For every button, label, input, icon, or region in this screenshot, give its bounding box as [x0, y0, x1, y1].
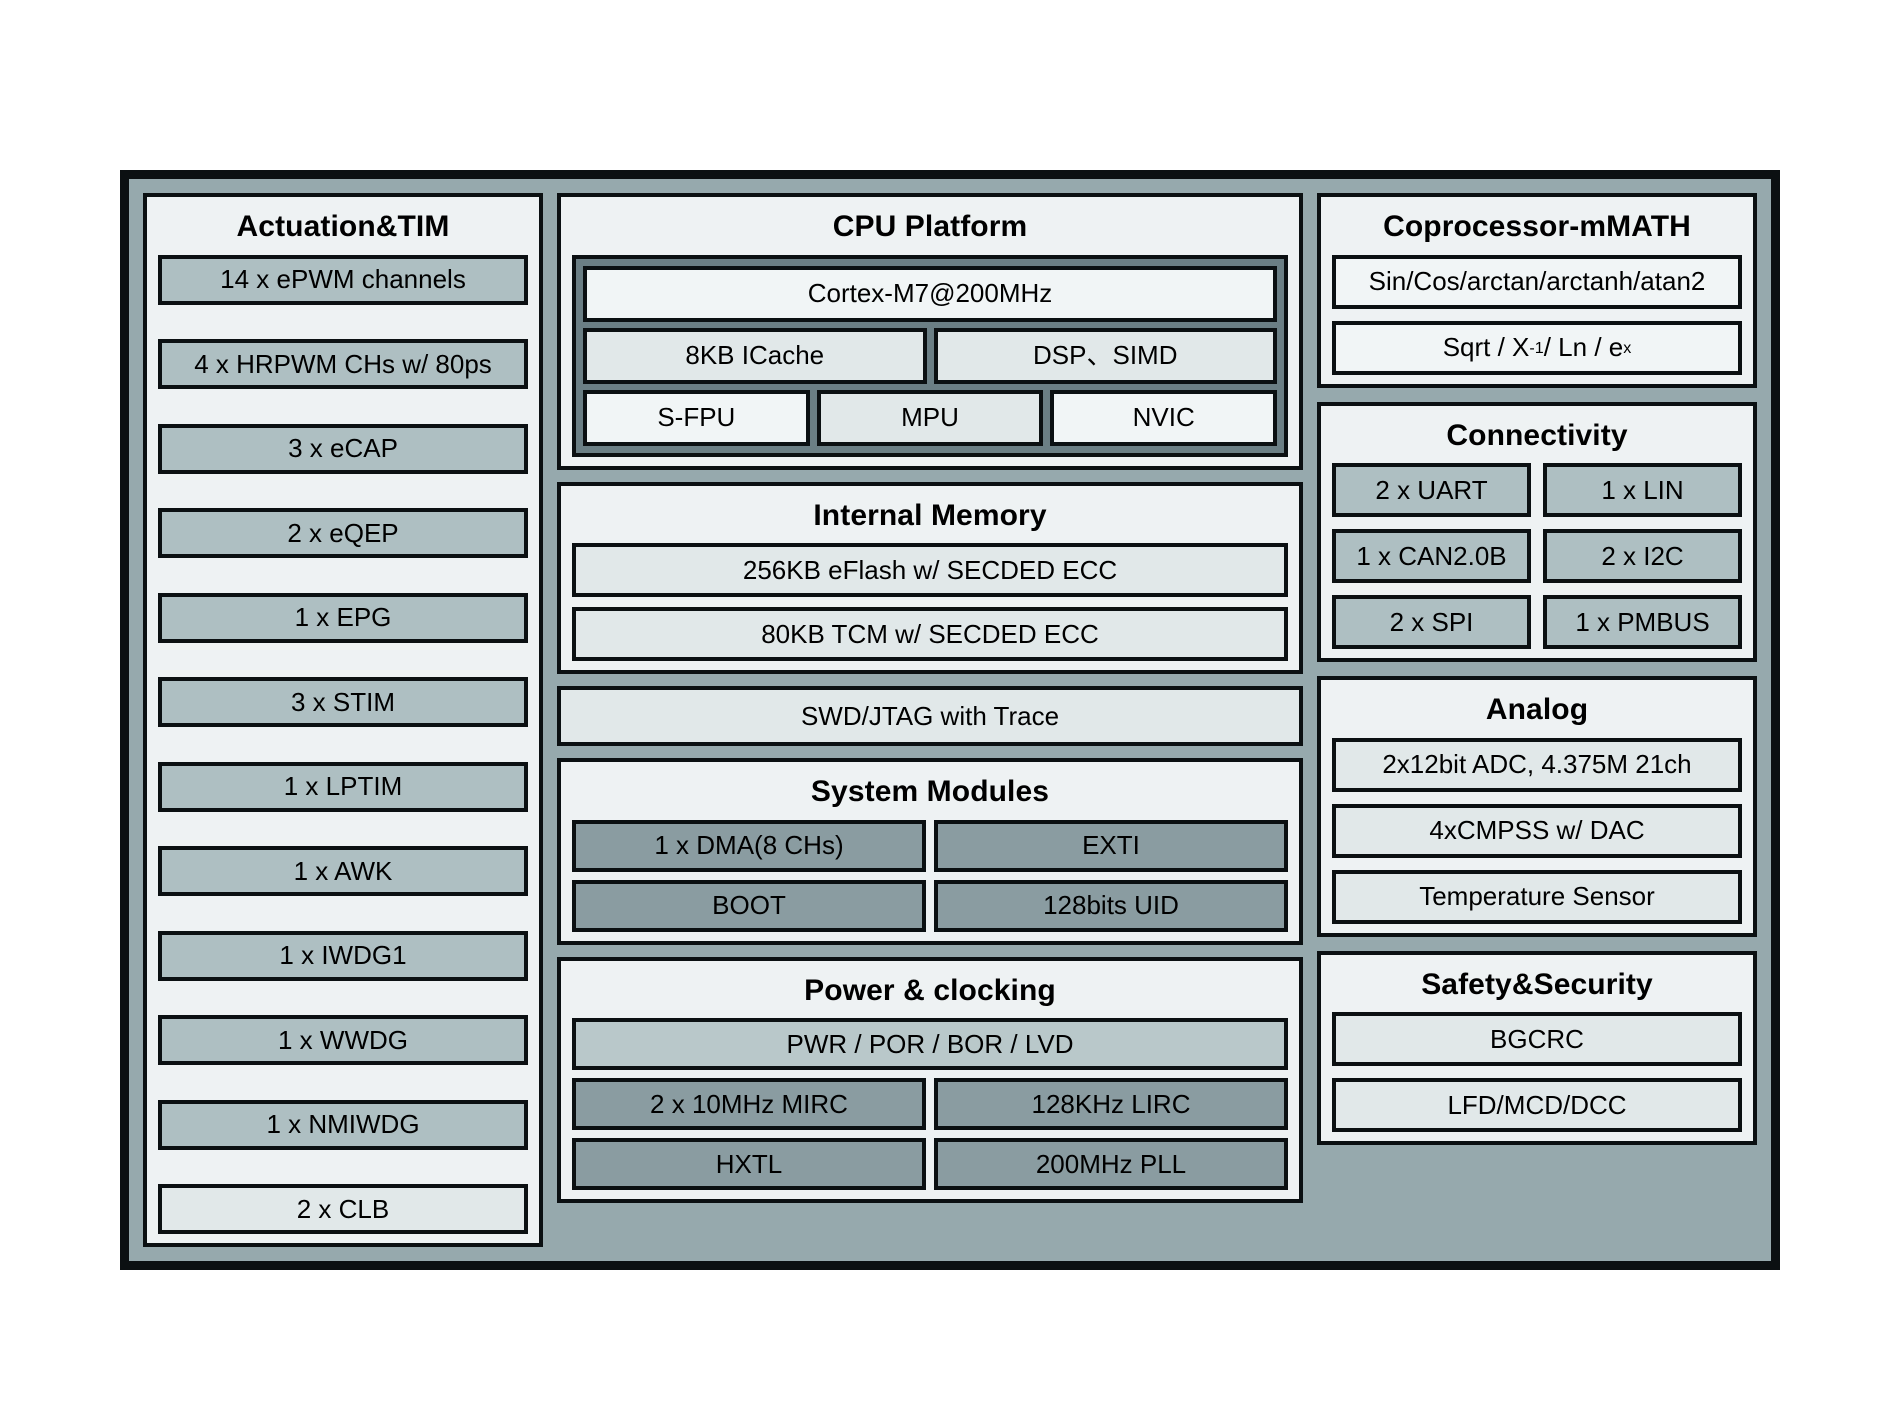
- safety-cell-lfd-mcd-dcc[interactable]: LFD/MCD/DCC: [1332, 1078, 1742, 1132]
- safety-row-2: LFD/MCD/DCC: [1332, 1078, 1742, 1132]
- cpu-cell-mpu[interactable]: MPU: [816, 389, 1044, 446]
- analog-cell-adc[interactable]: 2x12bit ADC, 4.375M 21ch: [1332, 737, 1742, 792]
- system-modules-row-2: BOOT 128bits UID: [572, 879, 1288, 932]
- panel-title-safety-security: Safety&Security: [1421, 967, 1653, 1001]
- panel-system-modules: System Modules 1 x DMA(8 CHs) EXTI BOOT …: [557, 758, 1303, 945]
- actuation-item-awk[interactable]: 1 x AWK: [158, 846, 528, 896]
- coprocessor-item-list: Sin/Cos/arctan/arctanh/atan2 Sqrt / X-1 …: [1332, 254, 1742, 375]
- panel-internal-memory: Internal Memory 256KB eFlash w/ SECDED E…: [557, 481, 1303, 674]
- power-clocking-grid: PWR / POR / BOR / LVD 2 x 10MHz MIRC 128…: [572, 1018, 1288, 1190]
- actuation-item-wwdg[interactable]: 1 x WWDG: [158, 1015, 528, 1065]
- panel-connectivity: Connectivity 2 x UART 1 x LIN 1 x CAN2.0…: [1317, 401, 1757, 662]
- power-clocking-row-0: PWR / POR / BOR / LVD: [572, 1018, 1288, 1070]
- right-column: Coprocessor-mMATH Sin/Cos/arctan/arctanh…: [1317, 193, 1757, 1247]
- analog-cell-temp-sensor[interactable]: Temperature Sensor: [1332, 869, 1742, 924]
- actuation-item-iwdg1[interactable]: 1 x IWDG1: [158, 930, 528, 981]
- actuation-item-lptim[interactable]: 1 x LPTIM: [158, 761, 528, 812]
- analog-cell-cmpss-dac[interactable]: 4xCMPSS w/ DAC: [1332, 803, 1742, 858]
- analog-row-3: Temperature Sensor: [1332, 869, 1742, 924]
- connectivity-row-3: 2 x SPI 1 x PMBUS: [1332, 595, 1742, 649]
- cpu-core-container: Cortex-M7@200MHz 8KB ICache DSP、SIMD S-F…: [572, 254, 1288, 457]
- connectivity-cell-uart[interactable]: 2 x UART: [1332, 463, 1531, 517]
- cpu-cell-s-fpu[interactable]: S-FPU: [583, 389, 810, 446]
- internal-memory-item-list: 256KB eFlash w/ SECDED ECC 80KB TCM w/ S…: [572, 543, 1288, 661]
- power-clocking-row-1: 2 x 10MHz MIRC 128KHz LIRC: [572, 1078, 1288, 1130]
- cpu-cell-dsp-simd[interactable]: DSP、SIMD: [933, 327, 1277, 384]
- clock-cell-mirc[interactable]: 2 x 10MHz MIRC: [572, 1078, 926, 1130]
- cpu-row-core: Cortex-M7@200MHz: [583, 265, 1277, 322]
- connectivity-cell-spi[interactable]: 2 x SPI: [1332, 595, 1531, 649]
- center-column: CPU Platform Cortex-M7@200MHz 8KB ICache…: [557, 193, 1303, 1247]
- actuation-item-epwm[interactable]: 14 x ePWM channels: [158, 254, 528, 305]
- connectivity-row-2: 1 x CAN2.0B 2 x I2C: [1332, 529, 1742, 583]
- analog-row-1: 2x12bit ADC, 4.375M 21ch: [1332, 737, 1742, 792]
- panel-title-analog: Analog: [1485, 693, 1589, 726]
- actuation-item-ecap[interactable]: 3 x eCAP: [158, 423, 528, 474]
- connectivity-cell-lin[interactable]: 1 x LIN: [1543, 463, 1742, 517]
- actuation-item-list: 14 x ePWM channels 4 x HRPWM CHs w/ 80ps…: [158, 254, 528, 1234]
- panel-title-system-modules: System Modules: [810, 775, 1050, 808]
- memory-cell-eflash[interactable]: 256KB eFlash w/ SECDED ECC: [572, 543, 1288, 597]
- panel-power-clocking: Power & clocking PWR / POR / BOR / LVD 2…: [557, 956, 1303, 1203]
- cpu-cell-cortex-m7[interactable]: Cortex-M7@200MHz: [583, 265, 1277, 322]
- panel-title-actuation-tim: Actuation&TIM: [236, 210, 450, 243]
- panel-debug-swd-jtag: SWD/JTAG with Trace: [557, 686, 1303, 746]
- system-cell-uid[interactable]: 128bits UID: [934, 879, 1288, 932]
- panel-coprocessor-mmath: Coprocessor-mMATH Sin/Cos/arctan/arctanh…: [1317, 193, 1757, 388]
- actuation-item-epg[interactable]: 1 x EPG: [158, 592, 528, 643]
- coprocessor-formula-part2: / Ln / e: [1543, 332, 1624, 363]
- panel-cpu-platform: CPU Platform Cortex-M7@200MHz 8KB ICache…: [557, 193, 1303, 470]
- clock-cell-pll[interactable]: 200MHz PLL: [934, 1138, 1288, 1190]
- coprocessor-formula-part1: Sqrt / X: [1442, 332, 1530, 363]
- actuation-item-eqep[interactable]: 2 x eQEP: [158, 508, 528, 558]
- chip-diagram-frame: Actuation&TIM 14 x ePWM channels 4 x HRP…: [120, 170, 1780, 1270]
- panel-title-cpu-platform: CPU Platform: [832, 210, 1028, 243]
- cpu-cell-icache[interactable]: 8KB ICache: [583, 327, 927, 384]
- connectivity-grid: 2 x UART 1 x LIN 1 x CAN2.0B 2 x I2C 2 x…: [1332, 463, 1742, 649]
- analog-row-2: 4xCMPSS w/ DAC: [1332, 803, 1742, 858]
- safety-row-1: BGCRC: [1332, 1012, 1742, 1066]
- safety-cell-bgcrc[interactable]: BGCRC: [1332, 1012, 1742, 1066]
- actuation-item-stim[interactable]: 3 x STIM: [158, 677, 528, 727]
- panel-title-coprocessor-mmath: Coprocessor-mMATH: [1383, 210, 1691, 243]
- clock-cell-hxtl[interactable]: HXTL: [572, 1138, 926, 1190]
- analog-item-list: 2x12bit ADC, 4.375M 21ch 4xCMPSS w/ DAC …: [1332, 737, 1742, 924]
- actuation-item-nmiwdg[interactable]: 1 x NMIWDG: [158, 1099, 528, 1150]
- actuation-item-clb[interactable]: 2 x CLB: [158, 1184, 528, 1234]
- connectivity-row-1: 2 x UART 1 x LIN: [1332, 463, 1742, 517]
- coprocessor-cell-trig[interactable]: Sin/Cos/arctan/arctanh/atan2: [1332, 254, 1742, 309]
- system-cell-boot[interactable]: BOOT: [572, 879, 926, 932]
- power-clocking-row-2: HXTL 200MHz PLL: [572, 1138, 1288, 1190]
- panel-title-power-clocking: Power & clocking: [804, 973, 1056, 1007]
- system-modules-grid: 1 x DMA(8 CHs) EXTI BOOT 128bits UID: [572, 819, 1288, 932]
- actuation-item-hrpwm[interactable]: 4 x HRPWM CHs w/ 80ps: [158, 339, 528, 389]
- connectivity-cell-pmbus[interactable]: 1 x PMBUS: [1543, 595, 1742, 649]
- cpu-cell-nvic[interactable]: NVIC: [1050, 389, 1278, 446]
- power-cell-pwr-por-bor-lvd[interactable]: PWR / POR / BOR / LVD: [572, 1018, 1288, 1070]
- debug-cell-swd-jtag[interactable]: SWD/JTAG with Trace: [561, 690, 1299, 742]
- cpu-row-cache-dsp: 8KB ICache DSP、SIMD: [583, 327, 1277, 384]
- safety-security-item-list: BGCRC LFD/MCD/DCC: [1332, 1012, 1742, 1132]
- system-modules-row-1: 1 x DMA(8 CHs) EXTI: [572, 819, 1288, 872]
- panel-title-internal-memory: Internal Memory: [813, 498, 1047, 532]
- system-cell-dma[interactable]: 1 x DMA(8 CHs): [572, 819, 926, 872]
- panel-analog: Analog 2x12bit ADC, 4.375M 21ch 4xCMPSS …: [1317, 676, 1757, 937]
- panel-safety-security: Safety&Security BGCRC LFD/MCD/DCC: [1317, 950, 1757, 1145]
- connectivity-cell-can[interactable]: 1 x CAN2.0B: [1332, 529, 1531, 583]
- clock-cell-lirc[interactable]: 128KHz LIRC: [934, 1078, 1288, 1130]
- panel-title-connectivity: Connectivity: [1446, 418, 1628, 452]
- memory-cell-tcm[interactable]: 80KB TCM w/ SECDED ECC: [572, 607, 1288, 661]
- connectivity-cell-i2c[interactable]: 2 x I2C: [1543, 529, 1742, 583]
- panel-actuation-tim: Actuation&TIM 14 x ePWM channels 4 x HRP…: [143, 193, 543, 1247]
- system-cell-exti[interactable]: EXTI: [934, 819, 1288, 872]
- coprocessor-row-1: Sin/Cos/arctan/arctanh/atan2: [1332, 254, 1742, 309]
- cpu-row-fpu-mpu-nvic: S-FPU MPU NVIC: [583, 389, 1278, 446]
